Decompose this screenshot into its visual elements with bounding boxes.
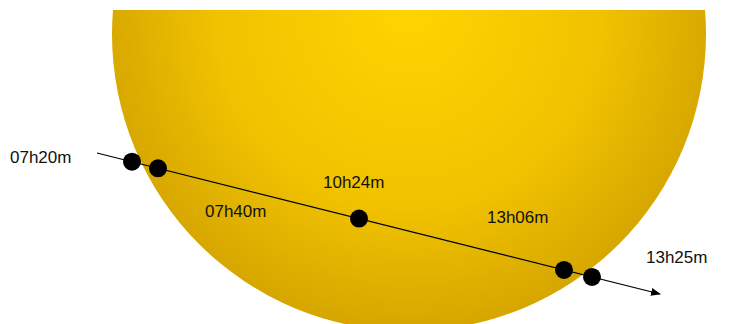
sun-disk — [112, 10, 706, 324]
time-label: 07h20m — [10, 148, 71, 168]
venus-dot — [149, 159, 167, 177]
venus-dot — [583, 268, 601, 286]
venus-dot — [350, 210, 368, 228]
transit-path — [97, 153, 660, 294]
venus-dot — [123, 153, 141, 171]
time-label: 13h06m — [487, 208, 548, 228]
time-label: 10h24m — [323, 173, 384, 193]
venus-dot — [555, 261, 573, 279]
time-label: 13h25m — [646, 248, 707, 268]
time-label: 07h40m — [205, 202, 266, 222]
